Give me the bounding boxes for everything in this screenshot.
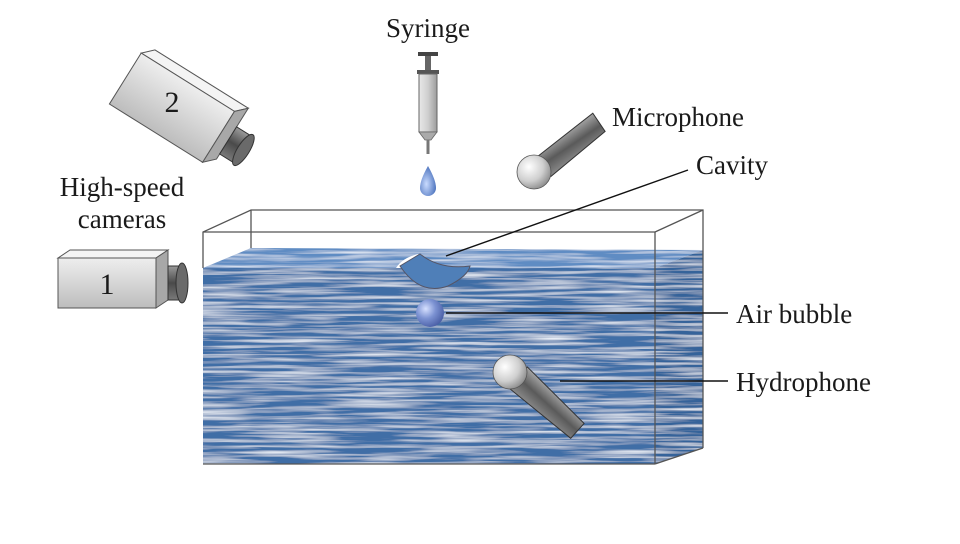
camera-2: 2: [108, 49, 255, 167]
high-speed-cameras-label-line2: cameras: [78, 204, 166, 234]
water-surface: [203, 248, 703, 268]
tank-outline: [202, 209, 704, 465]
syringe-label: Syringe: [386, 13, 470, 43]
hydrophone: [492, 354, 585, 440]
cavity-leader: [445, 169, 689, 257]
syringe: [417, 52, 439, 154]
cavity-dip: [399, 253, 471, 289]
water-droplet: [420, 166, 436, 196]
water-tank: [202, 209, 704, 465]
microphone: [516, 112, 606, 190]
camera-1-number: 1: [100, 268, 115, 301]
microphone-label: Microphone: [612, 102, 744, 132]
cavity-label: Cavity: [696, 150, 768, 180]
air-bubble: [416, 299, 444, 327]
camera-2-number: 2: [165, 86, 180, 119]
water-side-face: [655, 250, 703, 464]
water-front-face: [203, 268, 655, 464]
camera-1: 1: [56, 249, 189, 309]
hydrophone-label: Hydrophone: [736, 367, 871, 397]
air-bubble-label: Air bubble: [736, 299, 852, 329]
high-speed-cameras-label-line1: High-speed: [60, 172, 185, 202]
